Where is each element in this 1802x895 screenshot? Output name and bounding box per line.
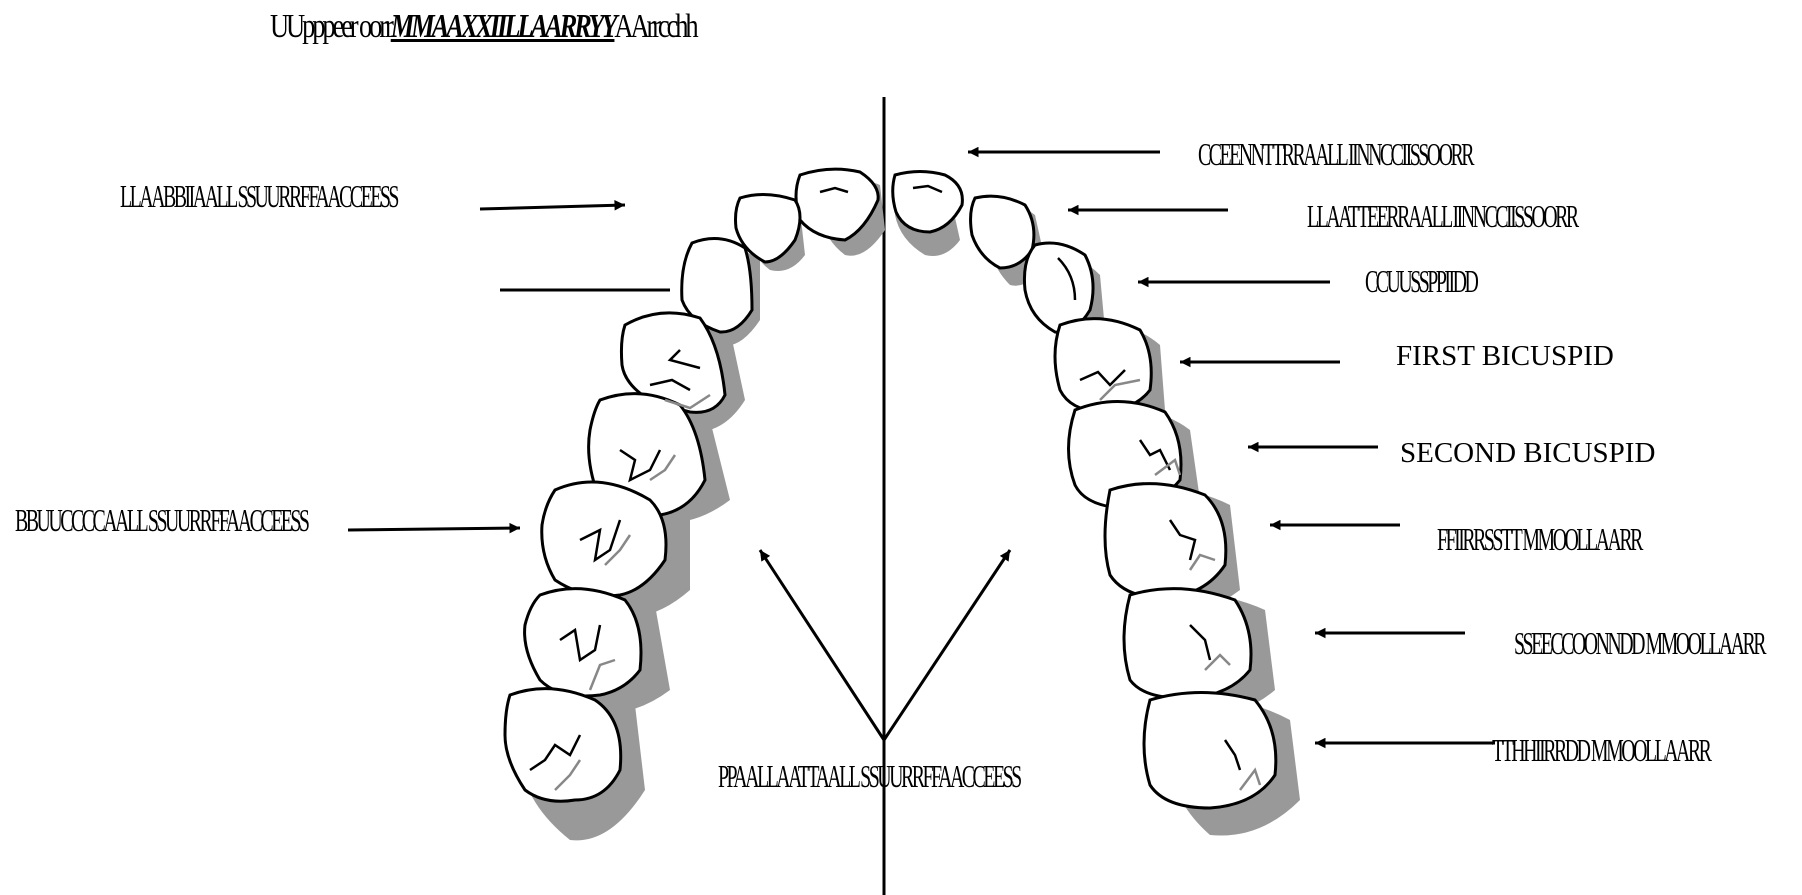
arrow-palatal-right [884, 550, 1010, 740]
right-lateral-incisor [971, 196, 1034, 268]
left-second-molar [525, 589, 641, 696]
left-first-molar [542, 482, 666, 596]
left-third-molar [505, 689, 621, 802]
right-third-molar [1144, 693, 1276, 809]
label-first-bicuspid: FIRST BICUSPID [1396, 340, 1614, 373]
arrow-buccal [348, 528, 520, 530]
label-palatal-surfaces: PPAALLAATTAALL SSUURRFFAACCEESS [718, 758, 1020, 795]
label-second-molar: SSEECCOONNDD MMOOLLAARR [1514, 625, 1764, 662]
right-first-molar [1105, 484, 1226, 598]
label-labial-surfaces: LLAABBIIAALL SSUURRFFAACCEESS [120, 178, 397, 215]
label-cuspid: CCUUSSPPIIDD [1365, 263, 1476, 300]
label-second-bicuspid: SECOND BICUSPID [1400, 437, 1655, 470]
arrow-palatal-left [760, 550, 884, 740]
label-central-incisor: CCEENNTTRRAALL IINNCCIISSOORR [1198, 136, 1472, 173]
label-lateral-incisor: LLAATTEERRAALL IINNCCIISSOORR [1307, 198, 1577, 235]
label-first-molar: FFIIRRSSTT MMOOLLAARR [1437, 521, 1641, 558]
arrow-labial [480, 205, 625, 209]
label-third-molar: TTHHIIRRDD MMOOLLAARR [1492, 732, 1709, 769]
right-second-molar [1124, 589, 1251, 699]
label-buccal-surfaces: BBUUCCCCAALL SSUURRFFAACCEESS [15, 502, 307, 539]
